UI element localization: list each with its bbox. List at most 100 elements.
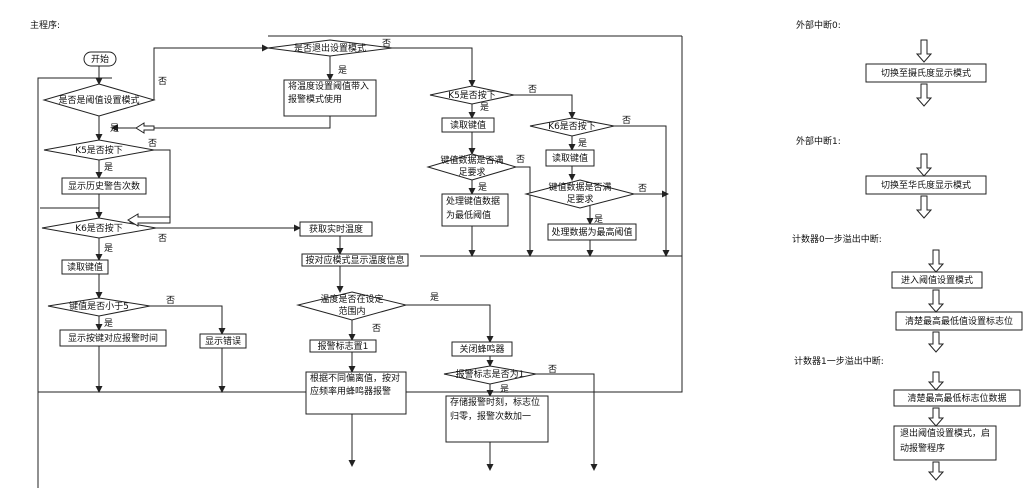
show-temp-info-box: [301, 253, 409, 267]
yes-label: 是: [500, 384, 509, 395]
yes-label: 是: [104, 243, 113, 254]
t0-action1-box: [891, 271, 983, 289]
no-label: 否: [166, 295, 175, 306]
show-temp-info-label: 按对应模式显示温度信息: [305, 254, 404, 266]
show-error-box: [199, 333, 247, 349]
no-label: 否: [516, 154, 525, 165]
t1-action2-box: [893, 425, 997, 461]
no-label: 否: [158, 233, 167, 244]
down-arrow-icon: [927, 461, 945, 481]
down-arrow-icon: [915, 195, 933, 219]
yes-label: 是: [594, 214, 603, 225]
key-lt5-decision: [47, 297, 151, 317]
alarm-flag-decision: [443, 365, 537, 385]
buzzer-by-deviation-box: [305, 371, 407, 415]
down-arrow-icon: [927, 407, 945, 427]
down-arrow-icon: [927, 289, 945, 313]
threshold-mode-label: 是否是阈值设置模式: [58, 94, 139, 106]
show-alarm-time-box: [59, 329, 167, 347]
left-arrow-icon: [135, 122, 155, 134]
exit-setting-label: 是否退出设置模式: [294, 42, 366, 54]
apply-threshold-label: 将温度设置阈值带入报警模式使用: [288, 82, 370, 105]
main-block-arrows: [127, 122, 171, 227]
yes-label: 是: [478, 182, 487, 193]
main-title: 主程序:: [30, 19, 60, 31]
interrupt-section: 外部中断0: 切换至摄氏度显示模式 外部中断1: 切换至华氏度显示模式 计数器0…: [792, 19, 1023, 481]
ext0-title: 外部中断0:: [796, 19, 841, 31]
threshold-mode-decision: [42, 83, 156, 117]
no-label: 否: [382, 38, 391, 49]
down-arrow-icon: [915, 39, 933, 63]
yes-label: 是: [104, 162, 113, 173]
process-max-box: [547, 223, 637, 241]
t1-action1-label: 清楚最高最低标志位数据: [907, 392, 1006, 404]
read-key-top-label: 读取键值: [450, 119, 486, 131]
process-max-label: 处理数据为最高阈值: [551, 226, 632, 238]
down-arrow-icon: [927, 371, 945, 391]
alarm-flag-set-label: 报警标志置1: [318, 340, 369, 352]
show-error-label: 显示错误: [205, 335, 241, 347]
no-label: 否: [548, 364, 557, 375]
key-valid-1-decision: [426, 153, 518, 181]
yes-label: 是: [430, 292, 439, 303]
k5-top-label: K5是否按下: [448, 89, 496, 101]
yes-label: 是: [480, 102, 489, 113]
t1-action1-box: [893, 389, 1021, 407]
left-arrow-icon: [127, 213, 171, 227]
store-alarm-box: [445, 395, 549, 443]
temp-in-range-decision: [296, 291, 408, 321]
start-label: 开始: [91, 53, 109, 65]
process-min-box: [441, 193, 509, 227]
no-label: 否: [372, 323, 381, 334]
yes-label: 是: [104, 318, 113, 329]
down-arrow-icon: [915, 83, 933, 107]
no-label: 否: [148, 138, 157, 149]
start-node: [83, 51, 117, 67]
k5-top-decision: [429, 85, 515, 105]
k5-left-label: K5是否按下: [75, 144, 123, 156]
key-lt5-label: 键值是否小于5: [69, 300, 129, 312]
ext1-action-box: [865, 175, 987, 195]
exit-setting-decision: [267, 39, 393, 57]
k6-left-label: K6是否按下: [75, 222, 123, 234]
alarm-flag-set-box: [309, 339, 377, 353]
close-buzzer-box: [451, 341, 513, 357]
get-temp-box: [299, 221, 373, 237]
read-key-top2-label: 读取键值: [552, 152, 588, 164]
down-arrow-icon: [927, 249, 945, 273]
ext1-action-label: 切换至华氏度显示模式: [881, 179, 971, 191]
key-valid-2-label: 键值数据是否满足要求: [548, 183, 612, 205]
ext0-action-label: 切换至摄氏度显示模式: [881, 67, 971, 79]
buzzer-by-deviation-label: 根据不同偏离值，按对应频率用蜂鸣器报警: [310, 374, 401, 397]
no-label: 否: [528, 84, 537, 95]
store-alarm-label: 存储报警时刻，标志位归零，报警次数加一: [450, 398, 541, 422]
key-valid-2-decision: [524, 179, 636, 209]
temp-in-range-label: 温度是否在设定范围内: [320, 295, 384, 317]
show-history-label: 显示历史警告次数: [68, 180, 140, 192]
no-label: 否: [622, 115, 631, 126]
apply-threshold-box: [283, 79, 377, 117]
down-arrow-icon: [927, 331, 945, 353]
read-key-top2-box: [545, 149, 595, 167]
k6-top-decision: [529, 117, 615, 137]
t0-action1-label: 进入阈值设置模式: [901, 274, 973, 286]
read-key-left-label: 读取键值: [67, 261, 103, 273]
t0-action2-box: [895, 311, 1023, 331]
read-key-left-box: [61, 259, 109, 275]
no-label: 否: [158, 76, 167, 87]
read-key-top-box: [441, 117, 495, 133]
t0-action2-label: 清楚最高最低值设置标志位: [905, 315, 1013, 327]
ext0-action-box: [865, 63, 987, 83]
close-buzzer-label: 关闭蜂鸣器: [459, 343, 504, 355]
show-history-box: [61, 177, 147, 195]
yes-label: 是: [578, 138, 587, 149]
down-arrow-icon: [915, 153, 933, 177]
ext1-title: 外部中断1:: [796, 135, 841, 147]
k5-left-decision: [43, 139, 155, 161]
t0-title: 计数器0一步溢出中断:: [792, 233, 882, 245]
t1-action2-label: 退出阈值设置模式，启动报警程序: [900, 429, 991, 454]
alarm-flag-label: 报警标志是否为1: [456, 368, 525, 380]
k6-top-label: K6是否按下: [548, 120, 596, 132]
yes-label: 是: [338, 65, 347, 76]
t1-title: 计数器1一步溢出中断:: [794, 355, 884, 367]
